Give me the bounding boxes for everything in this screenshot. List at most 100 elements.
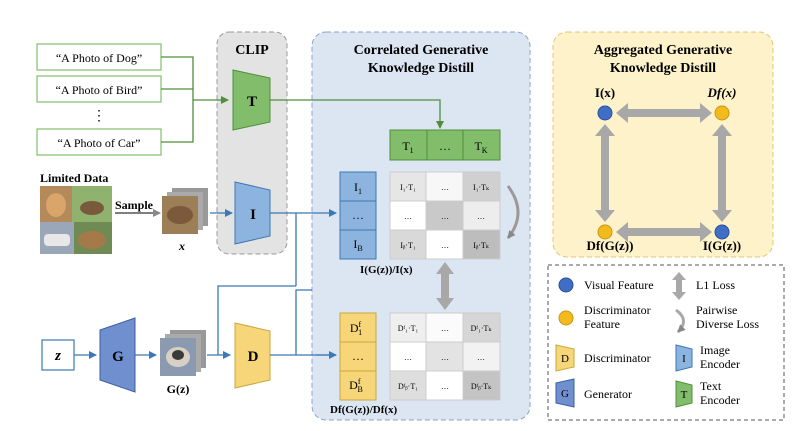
legend-image-encoder-glyph: [675, 344, 693, 372]
cgkd-title-line2: Knowledge Distill: [368, 61, 474, 76]
svg-text:G: G: [561, 388, 569, 400]
image-similarity-matrix: I₁·T₁ … I₁·Tₖ … … … Iᵦ·T₁ … Iᵦ·Tₖ: [389, 171, 501, 260]
legend-l1-icon: [672, 272, 686, 300]
svg-text:Dᶠ₁·Tₖ: Dᶠ₁·Tₖ: [471, 324, 493, 333]
svg-text:…: …: [441, 324, 449, 333]
disc-feature-label: Df(G(z))/Df(x): [330, 404, 398, 416]
generated-image-stack: [160, 330, 206, 376]
image-feature-label: I(G(z))/I(x): [360, 264, 413, 276]
image-feature-column: I1 … IB: [339, 171, 377, 260]
noise-z-label: z: [54, 348, 61, 364]
svg-text:…: …: [439, 139, 451, 153]
legend: Visual Feature L1 Loss Discriminator Fea…: [555, 272, 759, 408]
svg-text:…: …: [477, 353, 485, 362]
agkd-node-bottom-left: [597, 224, 613, 240]
svg-text:I1: I1: [354, 180, 362, 196]
discriminator-trapezoid: [234, 322, 271, 389]
legend-image-encoder-1: Image: [700, 343, 730, 357]
svg-text:TK: TK: [474, 139, 487, 155]
l1-loss-arrow-center: [436, 262, 454, 310]
legend-disc-glyph: [555, 344, 575, 372]
legend-pairwise-2: Diverse Loss: [696, 317, 759, 331]
prompt-ellipsis: ⋮: [92, 109, 106, 124]
legend-text-encoder-2: Encoder: [700, 393, 740, 407]
agkd-node-label-top-left: I(x): [595, 85, 615, 100]
limited-data-collage: [40, 186, 112, 254]
generated-to-image-encoder-path: [217, 213, 297, 355]
text-encoder-to-features-arrow: [270, 99, 444, 129]
legend-pairwise-icon: [675, 308, 686, 334]
svg-text:T1: T1: [402, 139, 413, 155]
agkd-node-label-bottom-left: Df(G(z)): [587, 238, 634, 253]
agkd-node-bottom-right: [714, 224, 730, 240]
legend-generator: Generator: [584, 387, 632, 401]
agkd-title-line1: Aggregated Generative: [594, 43, 733, 58]
svg-text:DfB: DfB: [349, 377, 363, 394]
svg-text:…: …: [404, 212, 412, 221]
legend-text-encoder-1: Text: [700, 379, 722, 393]
svg-text:…: …: [441, 212, 449, 221]
svg-text:Iᵦ·Tₖ: Iᵦ·Tₖ: [473, 241, 489, 250]
text-encoder-label: T: [247, 94, 257, 110]
svg-text:Dᶠ₁·T₁: Dᶠ₁·T₁: [398, 324, 419, 333]
text-encoder-trapezoid: [232, 69, 271, 131]
legend-disc-feature-1: Discriminator: [584, 303, 651, 317]
text-prompts: “A Photo of Dog” “A Photo of Bird” ⋮ “A …: [36, 43, 162, 156]
legend-visual-feature: Visual Feature: [584, 278, 654, 292]
agkd-title-line2: Knowledge Distill: [610, 61, 716, 76]
legend-pairwise-1: Pairwise: [696, 303, 737, 317]
legend-box: [547, 264, 785, 421]
svg-text:T: T: [681, 389, 688, 401]
agkd-node-label-top-right: Df(x): [707, 85, 737, 100]
svg-text:Df1: Df1: [350, 320, 362, 337]
svg-text:…: …: [404, 353, 412, 362]
legend-l1-loss: L1 Loss: [696, 278, 735, 292]
discriminator-label: D: [248, 349, 259, 365]
svg-text:…: …: [441, 241, 449, 250]
prompt-bird: “A Photo of Bird”: [56, 83, 143, 97]
x-label: x: [178, 239, 185, 253]
generator-trapezoid: [99, 317, 136, 393]
svg-text:I₁·T₁: I₁·T₁: [400, 183, 416, 192]
legend-disc-feature-2: Feature: [584, 317, 620, 331]
legend-visual-dot: [558, 277, 574, 293]
svg-text:…: …: [477, 212, 485, 221]
legend-disc-dot: [558, 310, 574, 326]
svg-text:I: I: [682, 353, 686, 365]
generator-label: G: [112, 349, 124, 365]
svg-text:D: D: [561, 353, 569, 365]
disc-similarity-matrix: Dᶠ₁·T₁ … Dᶠ₁·Tₖ … … … Dᶠᵦ·T₁ … Dᶠᵦ·Tₖ: [389, 312, 501, 401]
prompt-car: “A Photo of Car”: [58, 136, 141, 150]
pairwise-diverse-loss-arrow: [506, 185, 520, 239]
svg-text:…: …: [441, 183, 449, 192]
svg-text:Dᶠᵦ·Tₖ: Dᶠᵦ·Tₖ: [471, 382, 492, 391]
cgkd-title-line1: Correlated Generative: [354, 43, 489, 58]
limited-data-label: Limited Data: [40, 171, 108, 185]
agkd-node-label-bottom-right: I(G(z)): [703, 238, 741, 253]
svg-text:…: …: [441, 382, 449, 391]
agkd-node-top-left: [597, 105, 613, 121]
legend-discriminator: Discriminator: [584, 351, 651, 365]
sample-label: Sample: [115, 198, 154, 212]
svg-text:…: …: [352, 349, 364, 363]
clip-title: CLIP: [235, 43, 269, 58]
prompts-to-text-encoder-arrow: [161, 56, 228, 143]
svg-text:Iᵦ·T₁: Iᵦ·T₁: [400, 241, 415, 250]
prompt-dog: “A Photo of Dog”: [56, 51, 142, 65]
legend-image-encoder-2: Encoder: [700, 357, 740, 371]
agkd-l1-arrows: [595, 103, 732, 242]
generated-image-label: G(z): [167, 382, 190, 396]
svg-text:Dᶠᵦ·T₁: Dᶠᵦ·T₁: [398, 382, 418, 391]
agkd-node-top-right: [714, 105, 730, 121]
svg-text:IB: IB: [353, 237, 362, 253]
legend-generator-glyph: [555, 378, 575, 408]
image-encoder-label: I: [250, 207, 256, 223]
sampled-image-stack: [162, 188, 208, 234]
text-feature-row: T1 … TK: [389, 129, 501, 161]
svg-text:…: …: [352, 208, 364, 222]
legend-text-encoder-glyph: [675, 380, 693, 408]
svg-text:…: …: [441, 353, 449, 362]
image-encoder-trapezoid: [234, 181, 271, 245]
